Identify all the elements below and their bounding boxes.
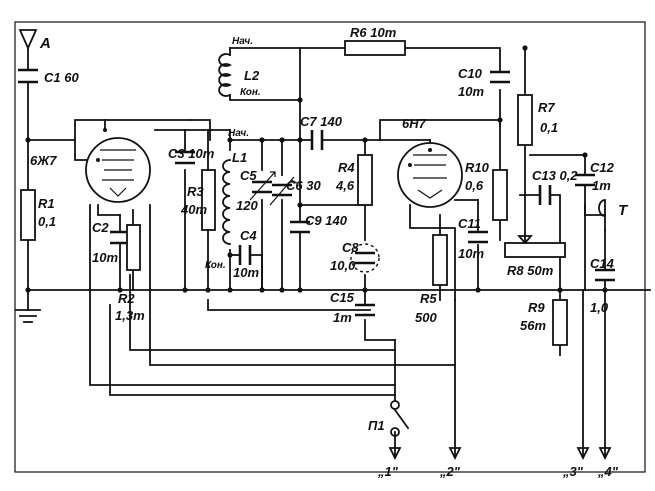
c12-name: C12 [590,160,615,175]
resistor-r7 [517,94,533,146]
c10-value: 10т [458,84,484,99]
c4-name: C4 [240,228,257,243]
resistor-r9 [552,299,568,346]
r2-name: R2 [118,291,135,306]
c15-value: 1т [333,310,352,325]
r7-name: R7 [538,100,555,115]
resistor-r5 [432,234,448,286]
r9-name: R9 [528,300,545,315]
capacitor-c8 [350,243,380,273]
capacitor-c14 [595,268,615,282]
l2-name: L2 [244,68,260,83]
switch-label: П1 [368,418,385,433]
r9-value: 56т [520,318,546,333]
diagram-border [14,21,646,473]
r7-value: 0,1 [540,120,558,135]
capacitor-c9 [290,220,310,234]
tube1-label: 6Ж7 [30,153,57,168]
r3-name: R3 [187,184,204,199]
capacitor-c15 [355,303,375,317]
r3-value: 40т [180,202,207,217]
capacitor-c13 [538,185,552,205]
l1-end-label: Кон. [205,260,226,271]
capacitor-c11 [468,230,488,244]
c15-name: C15 [330,290,355,305]
resistor-r6 [344,40,406,56]
c7-label: C7 140 [300,114,343,129]
c14-value: 1,0 [590,300,609,315]
inductor-l1 [222,159,231,245]
capacitor-c7 [310,130,324,150]
r6-label: R6 10т [350,25,397,40]
capacitor-c1 [18,68,38,84]
headphones-label: T [618,202,629,219]
resistor-r4 [357,154,373,206]
r1-name: R1 [38,196,55,211]
r4-value: 4,6 [335,178,355,193]
capacitor-c4 [238,245,252,265]
c14-name: C14 [590,256,615,271]
r1-value: 0,1 [38,214,56,229]
l1-name: L1 [232,150,247,165]
c11-name: C11 [458,216,481,231]
terminal-2-label: „2" [439,464,461,479]
r10-name: R10 [465,160,490,175]
headphones-symbol [598,199,606,231]
terminal-1-label: „1" [377,464,399,479]
tube2-label: 6Н7 [402,116,427,131]
switch-p1 [390,400,400,437]
junction-dots [25,45,608,293]
c3-label: C3 10т [168,146,215,161]
c5-value: 120 [236,198,258,213]
c2-value: 10т [92,250,118,265]
c10-name: C10 [458,66,483,81]
c13-label: C13 0,2 [532,168,578,183]
wiring [27,47,651,456]
c12-value: 1т [592,178,611,193]
l2-start-label: Нач. [232,36,253,47]
terminal-3-label: „3" [562,464,584,479]
c9-label: C9 140 [305,213,348,228]
capacitor-c10 [490,70,510,84]
antenna-symbol [18,29,38,51]
terminal-4-label: „4" [597,464,619,479]
capacitor-c3 [175,150,195,165]
inductor-l2 [218,53,232,97]
c4-value: 10т [233,265,259,280]
r5-value: 500 [415,310,437,325]
resistor-r2 [126,224,141,271]
c11-value: 10т [458,246,484,261]
c8-name: C8 [342,240,359,255]
c1-label: C1 60 [44,70,79,85]
r2-value: 1,3т [115,308,145,323]
capacitor-c12 [575,173,595,187]
c5-name: C5 [240,168,257,183]
capacitor-c5 [249,171,276,201]
c8-value: 10,0 [330,258,356,273]
c2-name: C2 [92,220,109,235]
terminal-arrows [388,447,612,461]
r10-value: 0,6 [465,178,484,193]
c6-label: C6 30 [286,178,321,193]
r4-name: R4 [338,160,355,175]
l1-start-label: Нач. [228,128,249,139]
r5-name: R5 [420,291,437,306]
tube-6n7 [397,142,463,208]
r8-label: R8 50т [507,263,554,278]
antenna-label: A [39,35,51,52]
tube-6zh7 [85,128,151,203]
resistor-r10 [492,169,508,221]
l2-end-label: Кон. [240,87,261,98]
ground-symbol [15,309,41,323]
resistor-r1 [20,189,36,241]
potentiometer-r8 [504,235,566,258]
resistor-r3 [201,169,216,231]
capacitor-c6 [269,176,298,206]
